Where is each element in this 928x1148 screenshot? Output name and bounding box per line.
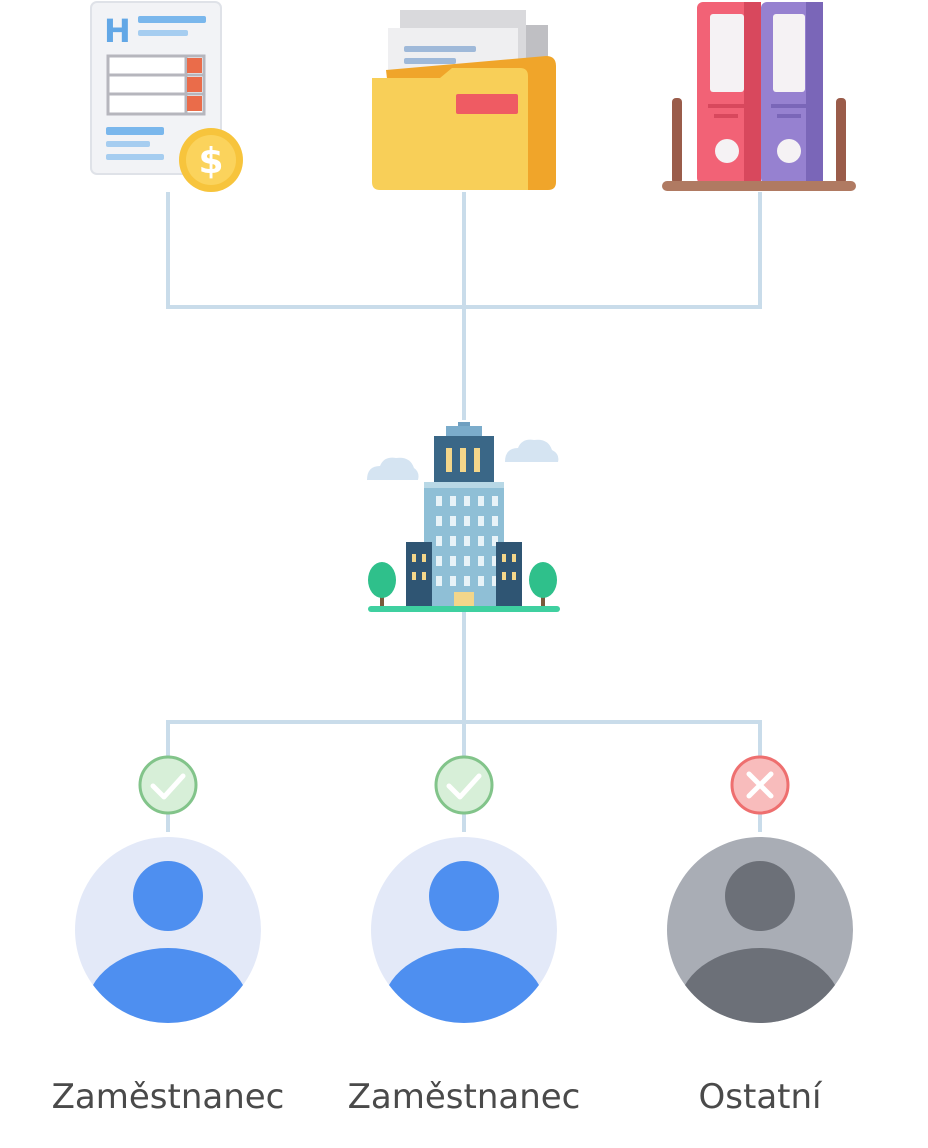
person-label-employee-2: Zaměstnanec: [347, 1077, 581, 1117]
svg-text:H: H: [104, 12, 131, 50]
person-label-employee-1: Zaměstnanec: [51, 1077, 285, 1117]
cross-icon: [746, 771, 774, 799]
company-building-icon: [367, 422, 560, 612]
person-label-other: Ostatní: [698, 1077, 822, 1117]
status-cross-3: [730, 755, 790, 815]
avatar-employee-2: [371, 837, 557, 1023]
avatar-other: [667, 837, 853, 1023]
check-icon: [150, 773, 186, 800]
folder-icon: [372, 10, 556, 190]
status-check-2: [434, 755, 494, 815]
invoice-icon: H $: [90, 1, 243, 192]
status-check-1: [138, 755, 198, 815]
avatar-employee-1: [75, 837, 261, 1023]
check-icon: [446, 773, 482, 800]
binders-icon: [662, 2, 856, 191]
svg-text:$: $: [198, 141, 223, 182]
